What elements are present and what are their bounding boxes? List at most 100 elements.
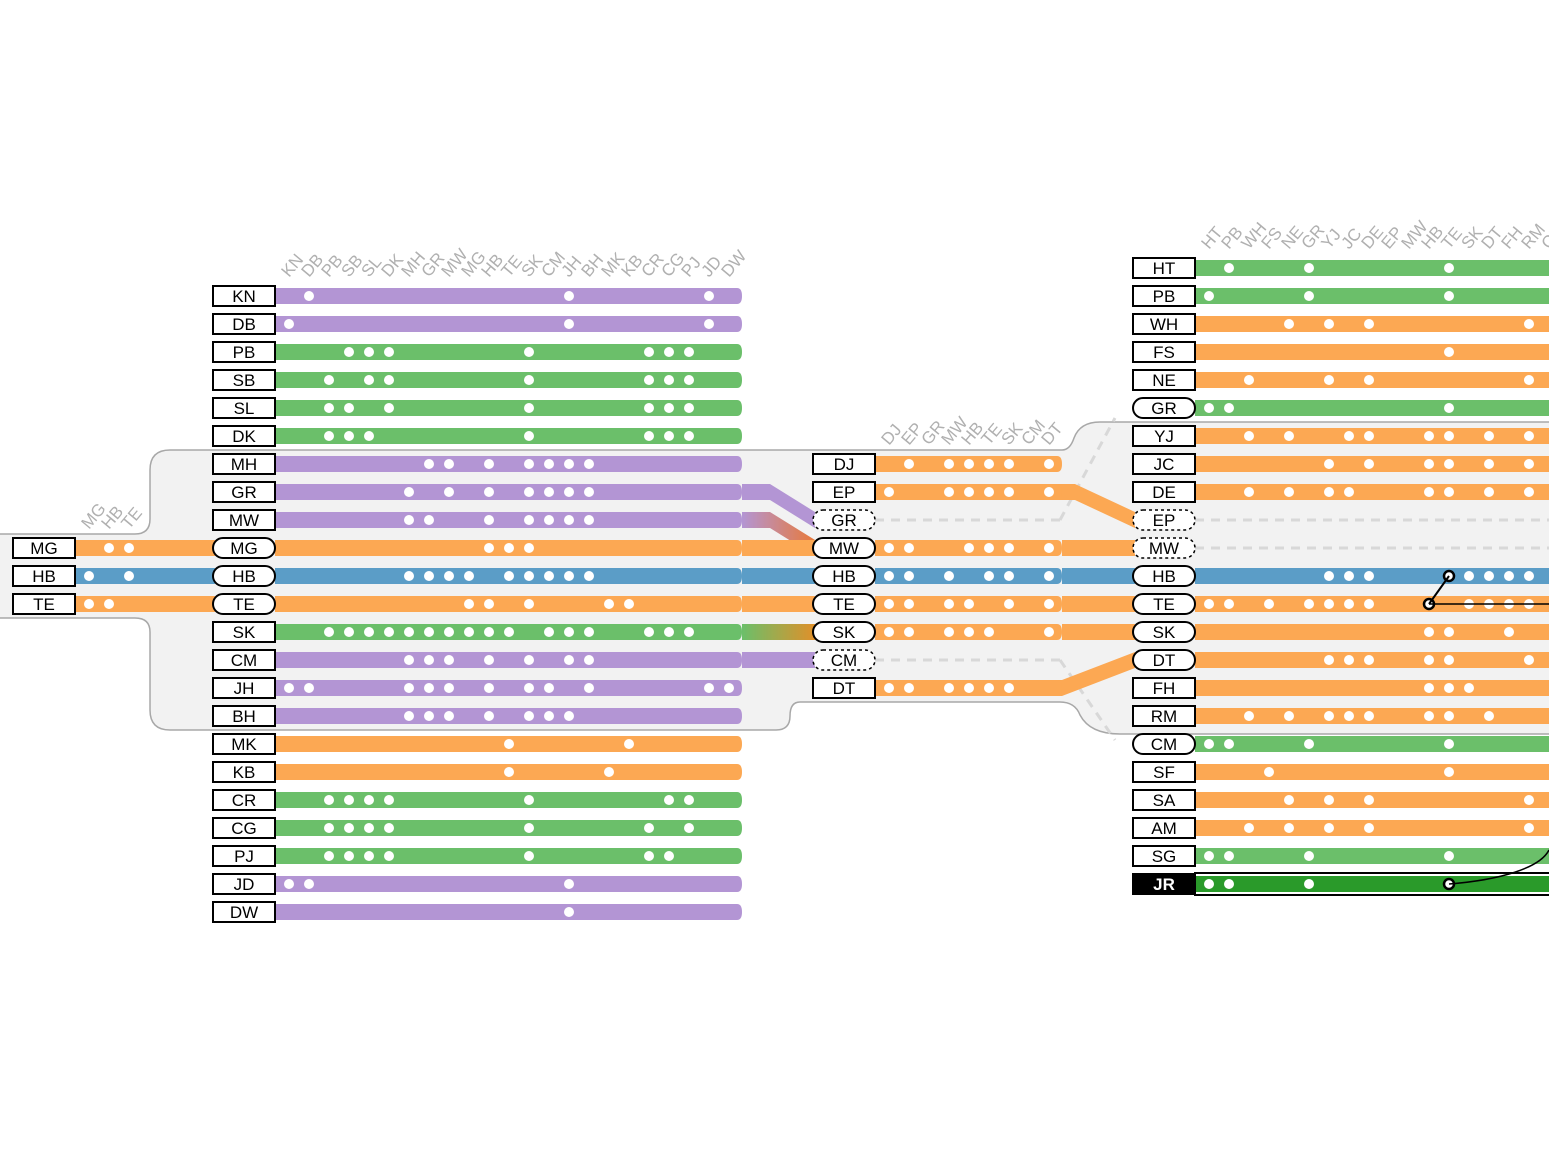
node-box — [1132, 649, 1196, 671]
member-dot — [564, 907, 574, 917]
member-dot — [604, 767, 614, 777]
member-dot — [584, 571, 594, 581]
member-dot — [1524, 375, 1534, 385]
member-dot — [324, 627, 334, 637]
member-dot — [684, 403, 694, 413]
member-dot — [324, 823, 334, 833]
member-dot — [1344, 711, 1354, 721]
member-dot — [484, 711, 494, 721]
node-label: SK — [833, 623, 856, 642]
node-left-mg: MG — [12, 537, 76, 559]
row-group-a-kn — [275, 288, 742, 304]
member-dot — [1484, 459, 1494, 469]
member-dot — [1264, 767, 1274, 777]
node-label: JC — [1154, 455, 1175, 474]
row-group-a-sl — [275, 400, 742, 416]
row-group-a-dw — [275, 904, 742, 920]
node-label: DJ — [834, 455, 855, 474]
row-group-a-dk — [275, 428, 742, 444]
node-box — [1132, 481, 1196, 503]
member-dot — [364, 851, 374, 861]
ribbon-sk-c — [1062, 624, 1135, 640]
member-dot — [544, 627, 554, 637]
node-label: SL — [234, 399, 255, 418]
member-dot — [1364, 319, 1374, 329]
track — [275, 456, 742, 472]
member-dot — [304, 879, 314, 889]
member-dot — [564, 515, 574, 525]
member-dot — [884, 599, 894, 609]
node-label: HB — [832, 567, 856, 586]
member-dot — [1464, 571, 1474, 581]
member-dot — [1444, 683, 1454, 693]
node-box — [1132, 565, 1196, 587]
node-label: KB — [233, 763, 256, 782]
node-label: CR — [232, 791, 257, 810]
member-dot — [1344, 599, 1354, 609]
member-dot — [884, 571, 894, 581]
member-dot — [404, 627, 414, 637]
track — [1195, 764, 1549, 780]
member-dot — [884, 627, 894, 637]
member-dot — [1284, 487, 1294, 497]
member-dot — [524, 515, 534, 525]
column-label-cm: CM — [1538, 220, 1549, 252]
ribbon-mw — [742, 512, 815, 556]
track — [75, 568, 215, 584]
member-dot — [1224, 263, 1234, 273]
node-label: TE — [833, 595, 855, 614]
node-group-b-gr: GR — [812, 509, 876, 531]
member-dot — [664, 431, 674, 441]
node-group-a-db: DB — [212, 313, 276, 335]
member-dot — [484, 655, 494, 665]
node-label: GR — [1151, 399, 1177, 418]
member-dot — [364, 627, 374, 637]
member-dot — [1004, 599, 1014, 609]
member-dot — [704, 291, 714, 301]
member-dot — [664, 347, 674, 357]
member-dot — [444, 711, 454, 721]
node-box — [212, 593, 276, 615]
node-label: HB — [1152, 567, 1176, 586]
node-box — [1132, 817, 1196, 839]
track — [275, 680, 742, 696]
node-group-c-mw: MW — [1132, 537, 1196, 559]
member-dot — [544, 683, 554, 693]
node-box — [1132, 509, 1196, 531]
row-group-a-te — [275, 596, 742, 612]
member-dot — [344, 823, 354, 833]
row-group-a-mg — [275, 540, 742, 556]
member-dot — [364, 375, 374, 385]
node-box — [212, 397, 276, 419]
node-box — [212, 817, 276, 839]
node-group-a-mw: MW — [212, 509, 276, 531]
row-group-c-sa — [1195, 792, 1549, 808]
member-dot — [1524, 487, 1534, 497]
node-box — [212, 341, 276, 363]
node-group-c-ne: NE — [1132, 369, 1196, 391]
member-dot — [1004, 683, 1014, 693]
node-box — [812, 593, 876, 615]
node-box — [212, 313, 276, 335]
track — [275, 876, 742, 892]
node-label: GR — [231, 483, 257, 502]
row-group-b-ep — [875, 484, 1062, 500]
member-dot — [1044, 627, 1054, 637]
member-dot — [364, 795, 374, 805]
member-dot — [444, 683, 454, 693]
member-dot — [424, 655, 434, 665]
node-label: JR — [1153, 875, 1175, 894]
row-group-c-am — [1195, 820, 1549, 836]
member-dot — [404, 655, 414, 665]
row-group-a-gr — [275, 484, 742, 500]
node-box — [212, 677, 276, 699]
node-group-a-pj: PJ — [212, 845, 276, 867]
row-group-c-ne — [1195, 372, 1549, 388]
ribbon-hb-c — [1062, 568, 1135, 584]
member-dot — [1524, 655, 1534, 665]
node-label: DB — [232, 315, 256, 334]
track — [275, 484, 742, 500]
node-group-a-cm: CM — [212, 649, 276, 671]
member-dot — [1204, 851, 1214, 861]
member-dot — [464, 571, 474, 581]
